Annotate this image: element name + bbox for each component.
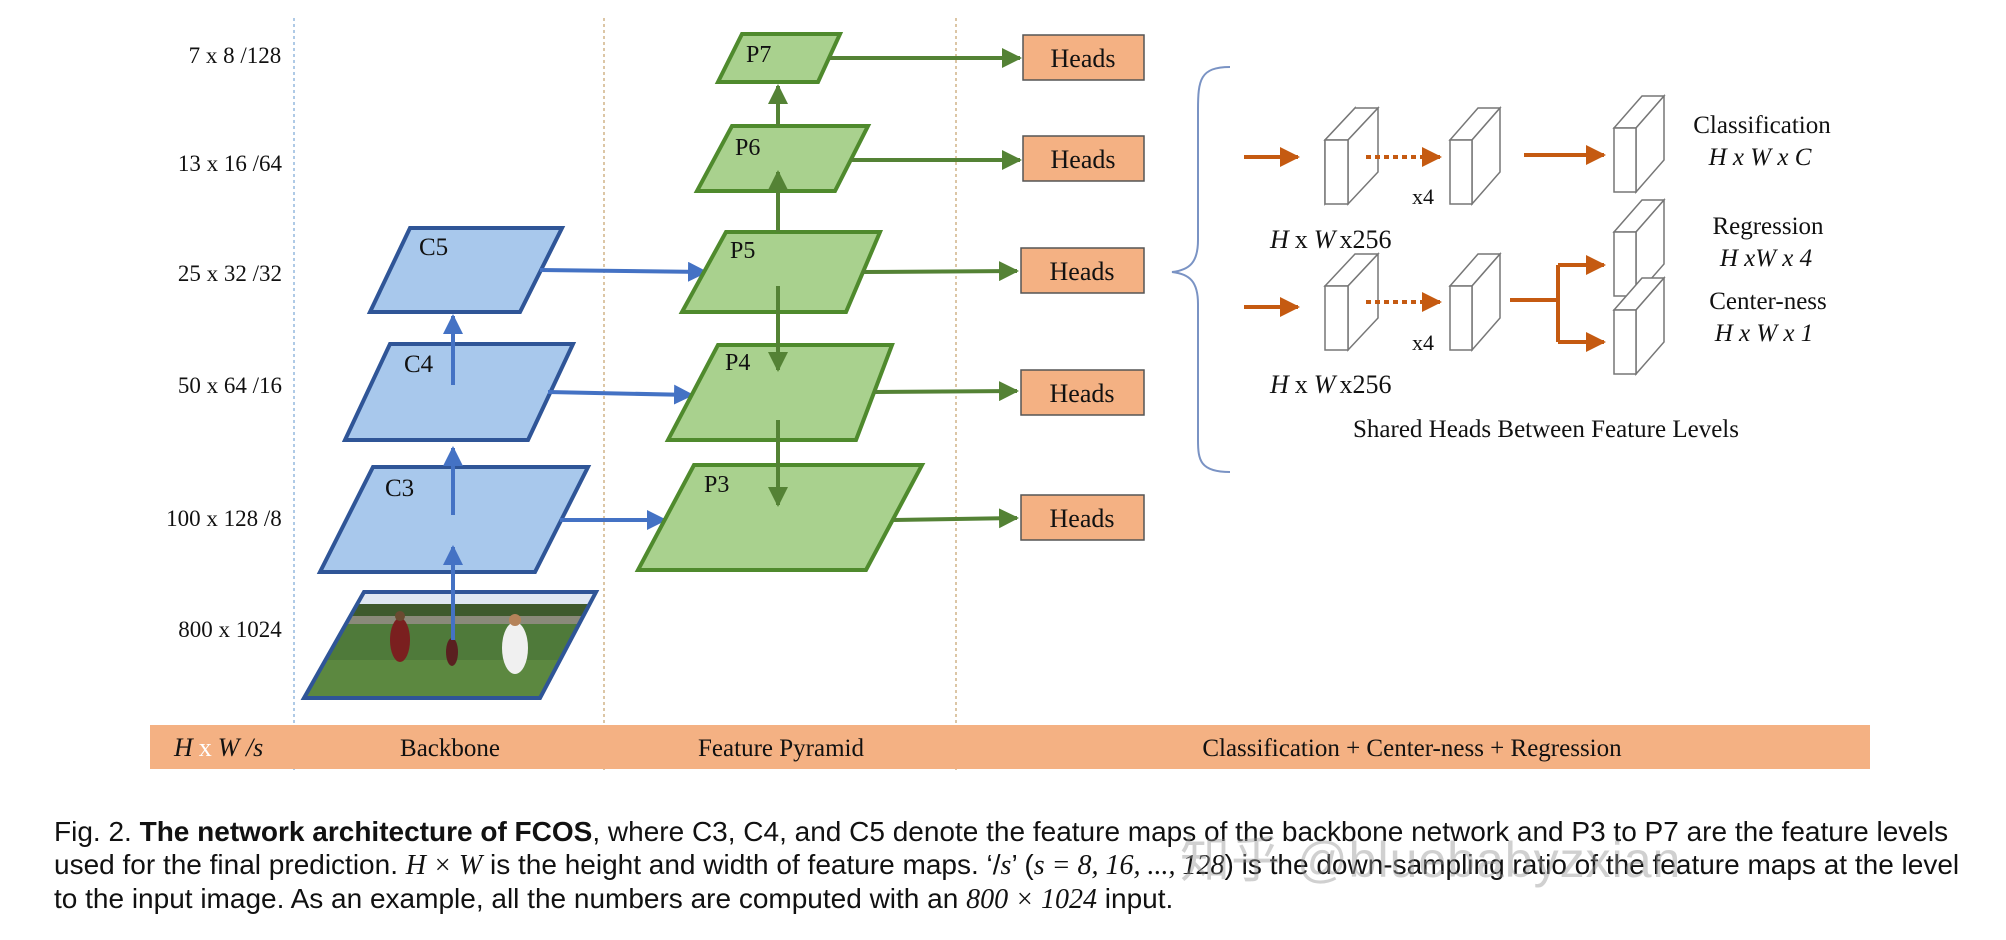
scale-labels: 7 x 8 /128 13 x 16 /64 25 x 32 /32 50 x … <box>166 43 282 642</box>
input-image <box>300 590 600 700</box>
scale-label-p7: 7 x 8 /128 <box>189 43 282 68</box>
heads-label: Heads <box>1050 257 1115 286</box>
pyramid-label-p6: P6 <box>735 135 760 161</box>
caption-prefix: Fig. 2. <box>54 816 132 847</box>
caption-part1: , where C3, C4, and C5 denote the featur… <box>54 816 1949 880</box>
backbone-c3 <box>316 465 592 574</box>
pyramid-p7 <box>714 32 844 84</box>
backbone-label-c4: C4 <box>404 351 434 378</box>
centerness-dims: H x W x 1 <box>1714 320 1814 347</box>
scale-label-input: 800 x 1024 <box>178 617 282 642</box>
caption-bold: The network architecture of FCOS <box>139 816 593 847</box>
pyramid-p6 <box>693 124 872 193</box>
pyramid-label-p7: P7 <box>746 42 771 68</box>
figure-caption: Fig. 2. The network architecture of FCOS… <box>54 815 1974 916</box>
feature-pyramid: P7 P6 P5 P4 P3 <box>634 32 1022 572</box>
classification-dims: H x W x C <box>1708 144 1812 171</box>
arrow-c5-p5 <box>539 261 708 282</box>
feature-block <box>1448 252 1502 352</box>
caption-part2: is the height and width of feature maps.… <box>490 849 1001 880</box>
heads-box-p4: Heads <box>1020 369 1145 416</box>
pyramid-p4 <box>664 343 895 442</box>
feature-block <box>1612 198 1666 298</box>
backbone-label-c3: C3 <box>385 475 414 502</box>
repeat-label-bottom: x4 <box>1412 330 1434 355</box>
heads-label: Heads <box>1050 504 1115 533</box>
heads-box-p6: Heads <box>1022 135 1145 182</box>
caption-math-seq: s = 8, 16, ..., 128 <box>1033 850 1225 881</box>
pyramid-p5 <box>678 230 884 314</box>
caption-math-input: 800 × 1024 <box>966 884 1097 915</box>
watermark: 知乎 @bluebabyzxian <box>1180 832 1682 888</box>
feature-block <box>1448 106 1502 206</box>
centerness-label: Center-ness <box>1709 288 1827 315</box>
heads-label: Heads <box>1050 379 1115 408</box>
backbone-label-c5: C5 <box>419 234 448 261</box>
feature-block <box>1612 276 1666 376</box>
curly-brace <box>1171 66 1231 473</box>
repeat-label-top: x4 <box>1412 184 1434 209</box>
heads-box-p5: Heads <box>1020 247 1145 294</box>
feature-block <box>1323 106 1380 206</box>
backbone-c4 <box>341 342 577 442</box>
feature-block <box>1612 94 1666 194</box>
bottom-bar-pyramid: Feature Pyramid <box>698 735 864 762</box>
arrow-p5-heads <box>861 261 1019 282</box>
bottom-bar-backbone: Backbone <box>400 735 500 762</box>
feature-block <box>1323 252 1380 352</box>
classification-label: Classification <box>1693 112 1831 139</box>
caption-math-hw: H × W <box>405 850 483 881</box>
heads-label: Heads <box>1051 44 1116 73</box>
caption-math-s: s <box>1000 850 1012 881</box>
shared-heads-title: Shared Heads Between Feature Levels <box>1353 416 1739 443</box>
scale-label-p3: 100 x 128 /8 <box>166 506 282 531</box>
pyramid-label-p3: P3 <box>704 472 729 498</box>
scale-label-p5: 25 x 32 /32 <box>178 261 282 286</box>
heads-box-p3: Heads <box>1020 494 1145 541</box>
backbone: C5 C4 C3 <box>316 226 708 640</box>
caption-part5: input. <box>1104 883 1174 914</box>
heads-column: Heads Heads Heads Heads Heads <box>1020 34 1145 541</box>
caption-part4: ) is the down-sampling ratio of the feat… <box>54 849 1960 914</box>
regression-label: Regression <box>1712 213 1824 240</box>
split-connector <box>1510 265 1560 342</box>
pyramid-label-p4: P4 <box>725 350 750 376</box>
arrow-c4-p4 <box>547 384 694 405</box>
pyramid-p3 <box>634 463 926 572</box>
arrow-p4-heads <box>873 381 1019 402</box>
bottom-bar-heads: Classification + Center-ness + Regressio… <box>1202 735 1622 762</box>
heads-label: Heads <box>1051 145 1116 174</box>
scale-label-p4: 50 x 64 /16 <box>178 373 282 398</box>
backbone-c5 <box>366 226 566 314</box>
regression-dims: H xW x 4 <box>1719 245 1812 272</box>
heads-box-p7: Heads <box>1022 34 1145 81</box>
arrow-p3-heads <box>893 508 1019 529</box>
caption-part3: ’ ( <box>1011 849 1034 880</box>
scale-label-p6: 13 x 16 /64 <box>178 151 283 176</box>
pyramid-label-p5: P5 <box>730 238 755 264</box>
